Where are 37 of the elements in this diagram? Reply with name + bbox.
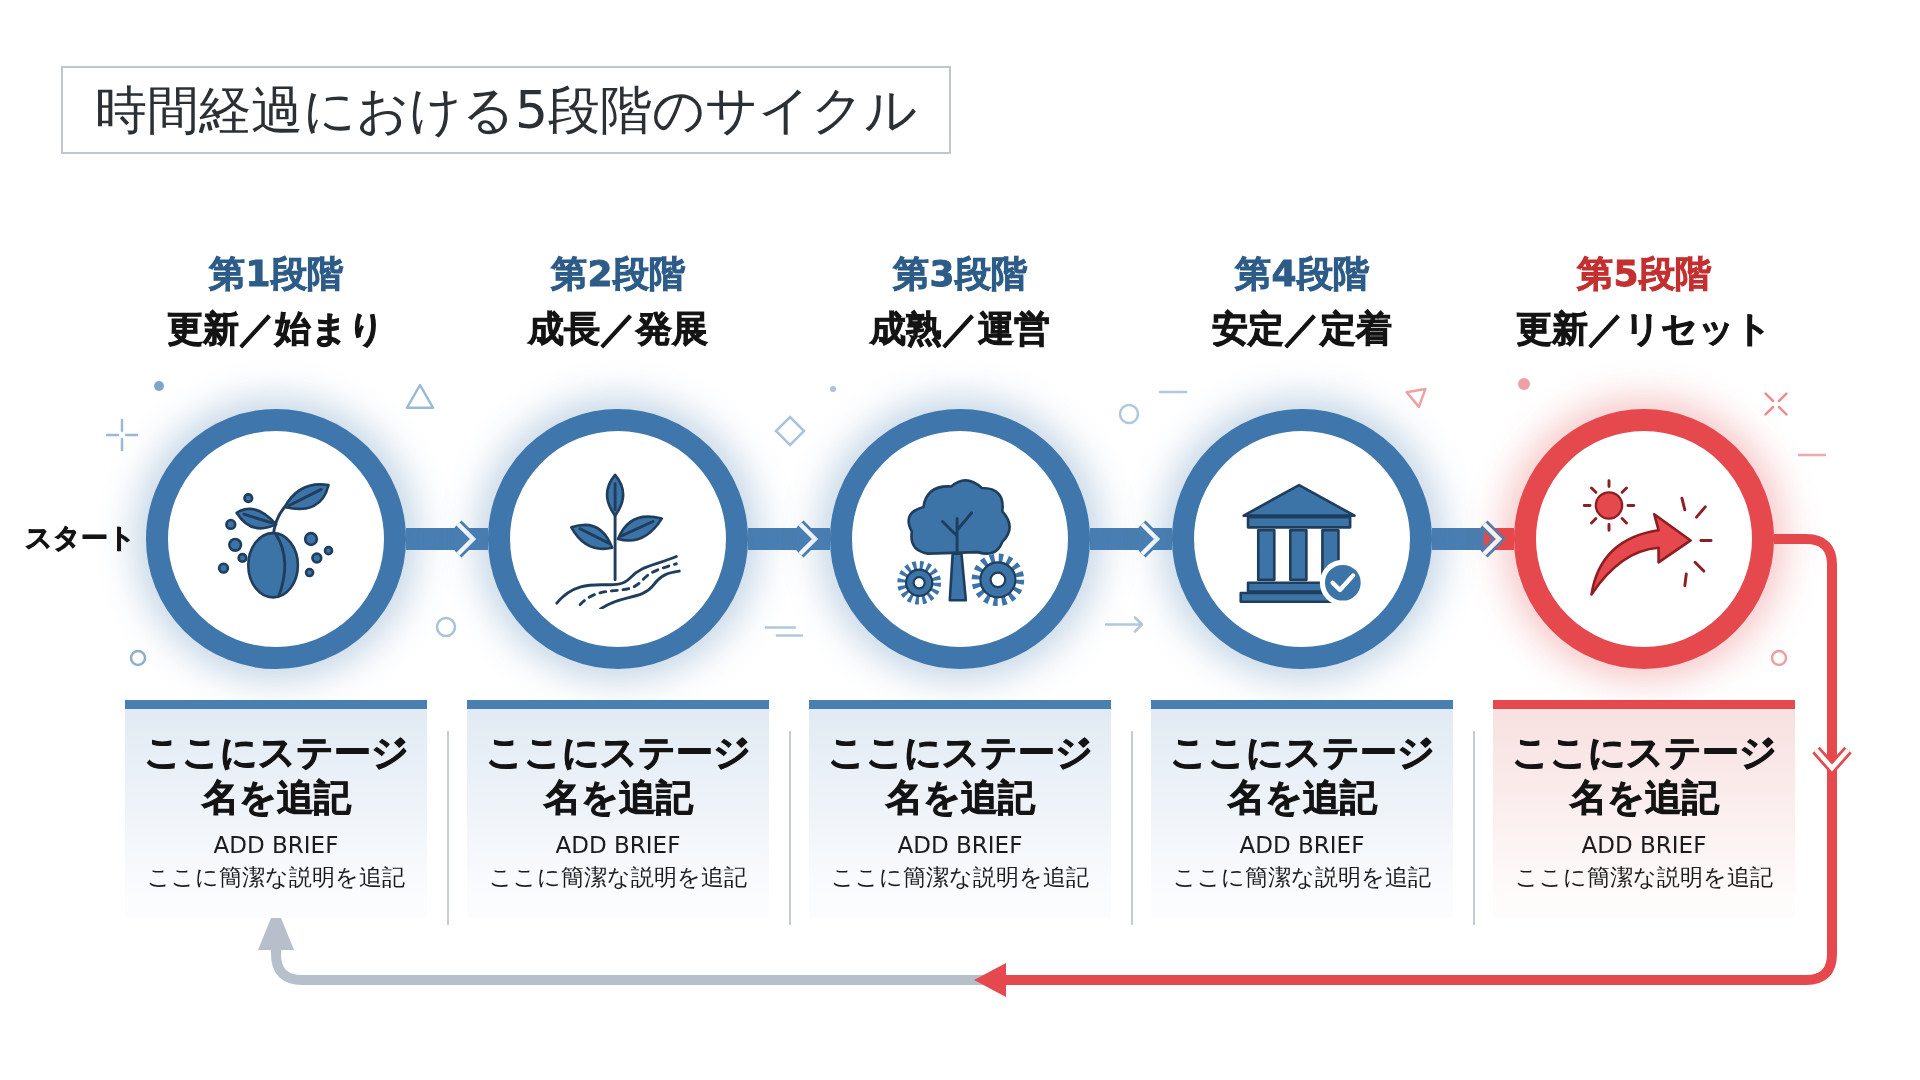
description: ここに簡潔な説明を追記	[489, 863, 747, 892]
description: ここに簡潔な説明を追記	[831, 863, 1089, 892]
info-card	[1151, 700, 1453, 918]
stage-number: 第4段階	[1235, 252, 1369, 296]
brief-label: ADD BRIEF	[897, 831, 1023, 860]
stage-title: 更新／リセット	[1516, 307, 1772, 351]
info-card	[1493, 700, 1795, 918]
brief-label: ADD BRIEF	[213, 831, 339, 860]
info-card	[809, 700, 1111, 918]
stage-name: ここにステージ名を追記	[1510, 730, 1778, 820]
title: 時間経過における5段階のサイクル	[61, 66, 951, 154]
stage-title: 安定／定着	[1212, 307, 1392, 351]
description: ここに簡潔な説明を追記	[1173, 863, 1431, 892]
start-label: スタート	[25, 521, 136, 555]
stage-title: 更新／始まり	[167, 307, 385, 351]
info-card	[125, 700, 427, 918]
stage-name: ここにステージ名を追記	[484, 730, 752, 820]
stage-name: ここにステージ名を追記	[826, 730, 1094, 820]
stage-title: 成熟／運営	[870, 307, 1050, 351]
stage-number: 第3段階	[893, 252, 1027, 296]
brief-label: ADD BRIEF	[1581, 831, 1707, 860]
arrow	[748, 519, 830, 559]
arrow	[1090, 519, 1172, 559]
stage-name: ここにステージ名を追記	[1168, 730, 1436, 820]
arrow	[406, 519, 488, 559]
info-card	[467, 700, 769, 918]
arrow	[1432, 519, 1514, 559]
stage-name: ここにステージ名を追記	[142, 730, 410, 820]
stage-number: 第2段階	[551, 252, 685, 296]
brief-label: ADD BRIEF	[1239, 831, 1365, 860]
stage-title: 成長／発展	[528, 307, 708, 351]
brief-label: ADD BRIEF	[555, 831, 681, 860]
description: ここに簡潔な説明を追記	[147, 863, 405, 892]
return-arrow	[258, 534, 1852, 997]
stage-number: 第1段階	[209, 252, 343, 296]
stage-number: 第5段階	[1577, 252, 1711, 296]
description: ここに簡潔な説明を追記	[1515, 863, 1773, 892]
